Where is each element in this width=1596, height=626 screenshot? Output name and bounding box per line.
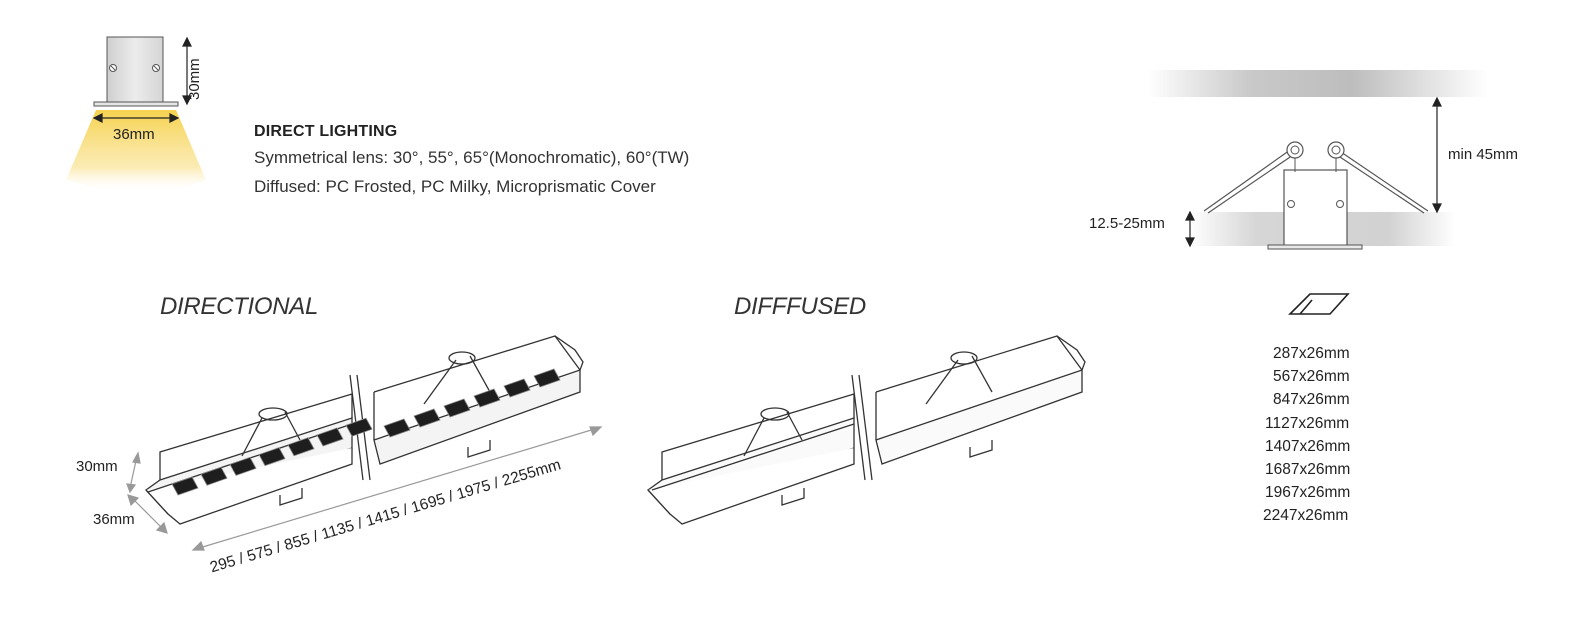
cutout-size-item: 1687x26mm bbox=[1265, 461, 1351, 479]
led-cell bbox=[316, 427, 344, 447]
led-cell bbox=[345, 417, 373, 437]
led-cell bbox=[473, 388, 501, 408]
led-cell bbox=[258, 447, 286, 467]
height-dimension-arrow bbox=[182, 36, 192, 106]
ceiling-thickness-arrow bbox=[1185, 210, 1195, 248]
led-cell bbox=[287, 437, 315, 457]
fixture-width-label: 36mm bbox=[113, 126, 155, 143]
cutout-parallelogram-icon bbox=[1288, 293, 1350, 315]
cutout-size-item: 1967x26mm bbox=[1265, 484, 1351, 502]
direct-lighting-heading: DIRECT LIGHTING bbox=[254, 123, 398, 140]
cutout-size-item: 1407x26mm bbox=[1265, 437, 1351, 455]
cutout-size-item: 287x26mm bbox=[1273, 345, 1350, 362]
min-height-label: min 45mm bbox=[1448, 146, 1519, 163]
directional-length-arrow bbox=[191, 426, 603, 551]
lens-options-text: Symmetrical lens: 30°, 55°, 65°(Monochro… bbox=[254, 148, 690, 167]
diffused-title: DIFFFUSED bbox=[734, 293, 866, 320]
diffused-fixture-drawing bbox=[647, 335, 1086, 525]
led-cell bbox=[443, 398, 471, 418]
cutout-size-list: 287x26mm 567x26mm 847x26mm 1127x26mm 140… bbox=[1263, 342, 1350, 528]
led-cell bbox=[229, 456, 257, 476]
cutout-size-item: 2247x26mm bbox=[1263, 507, 1349, 525]
led-cell bbox=[413, 408, 441, 428]
cutout-size-item: 1127x26mm bbox=[1265, 414, 1350, 432]
directional-width-arrow bbox=[127, 494, 168, 534]
directional-height-label: 30mm bbox=[76, 458, 118, 475]
fixture-side-icon bbox=[93, 36, 179, 107]
diffused-options-text: Diffused: PC Frosted, PC Milky, Micropri… bbox=[254, 177, 656, 196]
min-height-arrow bbox=[1432, 96, 1442, 214]
led-cell bbox=[503, 378, 531, 398]
directional-height-arrow bbox=[126, 451, 141, 494]
fixture-height-label: 30mm bbox=[186, 58, 203, 100]
cutout-size-item: 567x26mm bbox=[1273, 368, 1350, 386]
directional-title: DIRECTIONAL bbox=[160, 293, 319, 320]
installation-diagram bbox=[1148, 70, 1488, 250]
led-cell bbox=[533, 368, 561, 388]
light-beam-icon bbox=[66, 110, 206, 193]
led-cell bbox=[200, 466, 228, 486]
cutout-size-item: 847x26mm bbox=[1273, 391, 1350, 409]
led-cell bbox=[383, 418, 411, 438]
directional-led-cells bbox=[171, 368, 561, 496]
directional-width-label: 36mm bbox=[93, 511, 135, 528]
led-cell bbox=[171, 476, 199, 496]
width-dimension-arrow bbox=[92, 113, 180, 123]
ceiling-thickness-label: 12.5-25mm bbox=[1089, 215, 1165, 232]
